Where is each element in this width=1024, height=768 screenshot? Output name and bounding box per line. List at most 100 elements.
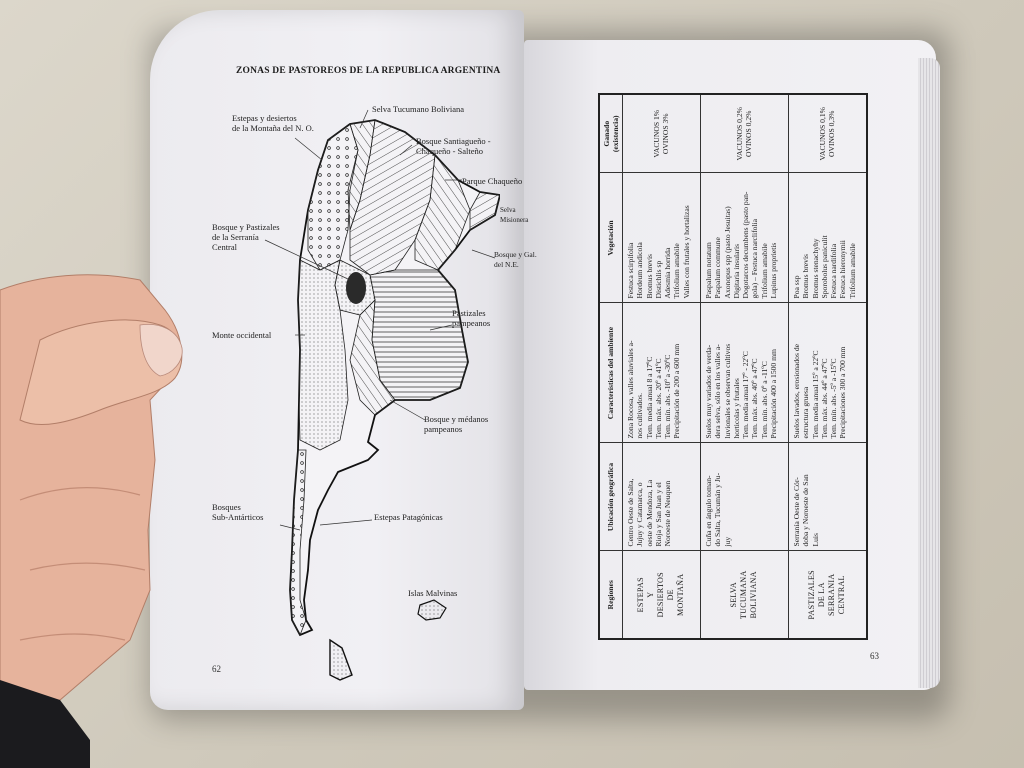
cell-text-line: PASTIZALES (807, 570, 817, 620)
map-label-malvinas: Islas Malvinas (408, 588, 458, 598)
page-number-left: 62 (212, 664, 221, 674)
cell-text-line: Sporobolus paniculit (819, 235, 829, 299)
grazing-zones-table: Regiones Ubicación geográfica Caracterís… (598, 93, 868, 640)
map-label-bosque-chaco: Bosque Santiagueño - Chaqueño - Salteño (416, 136, 491, 156)
cell-text-line: Tem. máx. abs. 44º a 47ºC (819, 358, 829, 439)
cell-text-line: DESIERTOS (656, 572, 666, 618)
header-ganado: Ganado (existencia) (599, 94, 623, 173)
cell-text-line: Adesmia horrida (663, 247, 673, 299)
cell-ganado: VACUNOS 0,2%OVINOS 0,2% (700, 94, 789, 173)
cell-text-line: Paspalum notatum (703, 242, 713, 299)
cell-text-line: Festuca nardifolia (829, 243, 839, 299)
right-page (524, 40, 936, 690)
running-title: ZONAS DE PASTOREOS DE LA REPUBLICA ARGEN… (236, 66, 501, 76)
page-number-right: 63 (870, 651, 879, 661)
cell-text-line: Tem. media anual 17º - 22ºC (741, 351, 751, 439)
map-label-pastizales: Pastizales pampeanos (452, 308, 491, 328)
cell-text-line: VACUNOS 1% (652, 109, 662, 158)
cell-text-line: Tem. mín. abs. -10º a -30ºC (663, 354, 673, 439)
cell-text-line: OVINOS 3% (661, 113, 671, 155)
cell-text-line: dera selva, sólo en los valles a- (713, 344, 723, 439)
cell-text-line: Centro Oeste de Salta, (626, 478, 635, 547)
cell-text-line: Lupinus proprietis (769, 242, 779, 299)
cell-text-line: VACUNOS 0,2% (735, 107, 745, 161)
cell-text-line: luvionales se observan cultivos (722, 343, 732, 439)
cell-text-line: horticolas y frutales (731, 378, 741, 439)
cell-text-line: Bromus brevis (644, 253, 654, 299)
cell-text-line: Cuña en ángulo toman- (703, 475, 713, 547)
map-zone-misiones (469, 191, 500, 231)
cell-text-line: Bromus brevis (801, 253, 811, 299)
argentina-map (264, 109, 500, 681)
cell-text-line: Festuca hieronymii (838, 240, 848, 299)
cell-text-line: Suelos lavados, erosionados de (791, 344, 801, 439)
cell-text-line: Dogotarcos decumbens (pasto pan- (741, 191, 751, 299)
hand-holding-book (0, 274, 183, 768)
cell-text-line: Digitaria insularis (731, 243, 741, 299)
map-zone-monte (297, 259, 349, 451)
cell-text-line: juy (722, 536, 732, 547)
cell-text-line: OVINOS 0,2% (744, 110, 754, 157)
map-label-selva-misionera: Selva Misionera (500, 206, 529, 224)
cell-ubicacion: Cuña en ángulo toman-do Salta, Tucumán y… (700, 443, 789, 551)
map-label-subantarticos: Bosques Sub-Antárticos (212, 502, 264, 522)
map-islas-malvinas (417, 599, 447, 621)
header-ubicacion: Ubicación geográfica (599, 443, 623, 551)
header-caracteristicas: Características del ambiente (599, 303, 623, 443)
cell-text-line: Noroeste de Neuquen (663, 480, 673, 547)
finger-creases (19, 487, 146, 641)
map-label-monte: Monte occidental (212, 330, 272, 340)
cell-text-line: Precipitación 400 a 1500 mm (769, 349, 779, 439)
cell-text-line: Suelos muy variados de verda- (703, 344, 713, 439)
map-label-medanos: Bosque y médanos pampeanos (424, 414, 489, 434)
cell-text-line: Tem. mín. abs. 0º a -11ºC (759, 361, 769, 439)
sleeve (0, 680, 90, 768)
cell-text-line: Tem. máx. abs. 20º a 41ºC (653, 358, 663, 439)
cell-text-line: Luis (810, 532, 820, 547)
map-label-bosque-ne: Bosque y Gal. del N.E. (494, 250, 537, 269)
grazing-table-rotated: Regiones Ubicación geográfica Caracterís… (598, 93, 868, 640)
cell-text-line: TUCUMANA (739, 570, 749, 620)
map-zone-subantartico (289, 449, 307, 636)
cell-ubicacion: Serranía Oeste de Cór-doba y Noroeste de… (788, 443, 867, 551)
cell-text-line: Bromus stenachyhy (810, 238, 820, 299)
cell-text-line: MONTAÑA (676, 573, 686, 616)
label-estepas-line: Estepas y desiertos de la Montaña del N.… (232, 113, 314, 133)
cell-text-line: nos cultivados. (635, 392, 645, 439)
table-header-row: Regiones Ubicación geográfica Caracterís… (599, 94, 623, 639)
cell-text-line: Tem. máx. abs. 40º a 47ºC (750, 358, 760, 439)
cell-text-line: Tem. media anual 8 a 17ºC (644, 356, 654, 439)
map-zone-medanos (349, 298, 396, 416)
map-label-estepas-no: Estepas y desiertos de la Montaña del N.… (232, 113, 314, 133)
header-regiones: Regiones (599, 551, 623, 639)
page-stack-edge (918, 58, 940, 688)
cell-text-line: Paspalum commune (713, 237, 723, 299)
cell-ganado: VACUNOS 0,1%OVINOS 0,3% (788, 94, 867, 173)
cell-text-line: Precipitación de 200 a 600 mm (672, 343, 682, 439)
cell-text-line: DE LA (817, 582, 827, 608)
cell-text-line: SELVA (729, 582, 739, 608)
map-label-serrania: Bosque y Pastizales de la Serranía Centr… (212, 222, 280, 252)
cell-text-line: OVINOS 0,3% (827, 110, 837, 157)
cell-text-line: Precipitaciones 300 a 700 mm (838, 346, 848, 439)
cell-text-line: VACUNOS 0,1% (818, 107, 828, 161)
cell-ubicacion: Centro Oeste de Salta,Jujuy y Catamarca,… (622, 443, 701, 551)
cell-text-line: CENTRAL (837, 575, 847, 615)
header-vegetacion: Vegetación (599, 173, 623, 303)
map-label-patagonicas: Estepas Patagónicas (374, 512, 443, 522)
cell-text-line: Hordeum andicola (635, 242, 645, 299)
cell-text-line: estructura gruesa (801, 386, 811, 439)
cell-text-line: SERRANIA (827, 573, 837, 616)
cell-text-line: Y (646, 591, 656, 598)
cell-text-line: BOLIVIANA (749, 571, 759, 619)
cell-text-line: Festuca scirpifolia (626, 242, 635, 299)
cell-text-line: Axonopus spp (pasto Jesuitas) (722, 206, 732, 299)
